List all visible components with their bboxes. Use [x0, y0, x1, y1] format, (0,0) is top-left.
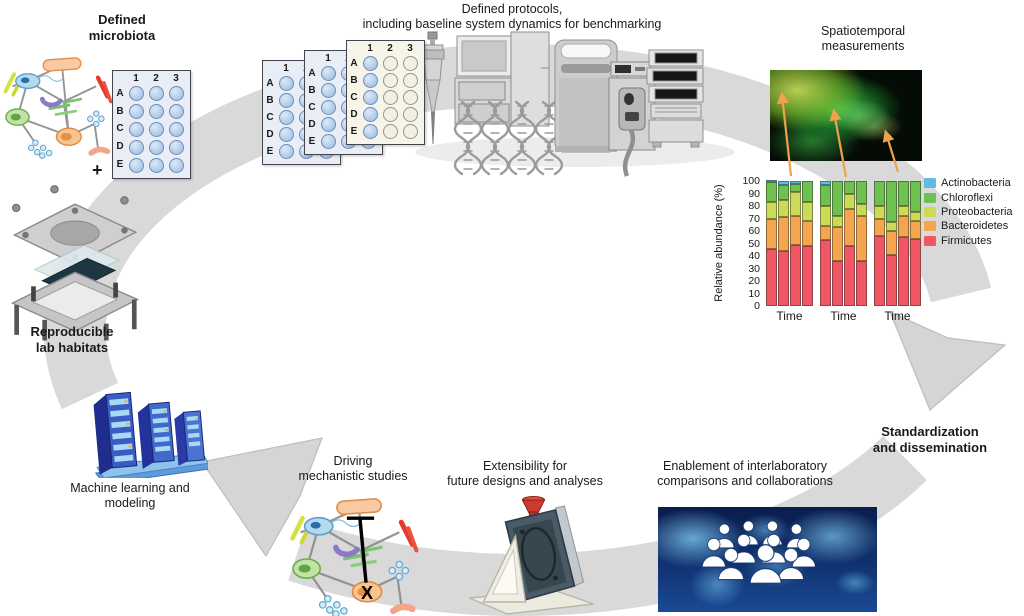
instrument-module-icon [608, 61, 656, 177]
label-extensibility: Extensibility for future designs and ana… [447, 459, 603, 489]
lab-instruments [421, 31, 704, 177]
fluorescence-image [770, 70, 922, 161]
label-driving: Driving mechanistic studies [298, 454, 408, 484]
inhibition-marker: X [346, 516, 375, 603]
plus-sign: + [92, 160, 103, 180]
label-defined-protocols: Defined protocols, including baseline sy… [362, 2, 662, 32]
mass-spec-icon [554, 39, 618, 153]
label-reproducible: Reproducible lab habitats [30, 324, 114, 355]
people-group-icon [701, 520, 816, 584]
world-map-image [658, 507, 877, 612]
label-spatiotemporal: Spatiotemporal measurements [820, 24, 906, 54]
defined-microbiota-network [2, 52, 122, 165]
sequencer-icon [454, 31, 550, 127]
servers-icon [93, 391, 208, 478]
mechanistic-network: X [288, 492, 430, 616]
chart-ylabel: Relative abundance (%) [713, 184, 725, 302]
x-marker: X [361, 583, 373, 603]
arrowhead-left [200, 437, 323, 558]
instrument-stack-icon [646, 49, 704, 148]
label-standardization: Standardization and dissemination [872, 424, 988, 455]
arrowhead-right [888, 310, 1007, 412]
pipette-icon [421, 31, 445, 145]
bar-plot [766, 180, 921, 306]
label-defined-microbiota: Defined microbiota [88, 12, 156, 43]
tilted-flow-cell-icon [469, 496, 594, 615]
label-enablement: Enablement of interlaboratory comparison… [657, 459, 833, 489]
flow-cell-exploded-icon [10, 185, 140, 341]
label-machine-learning: Machine learning and modeling [70, 481, 190, 511]
